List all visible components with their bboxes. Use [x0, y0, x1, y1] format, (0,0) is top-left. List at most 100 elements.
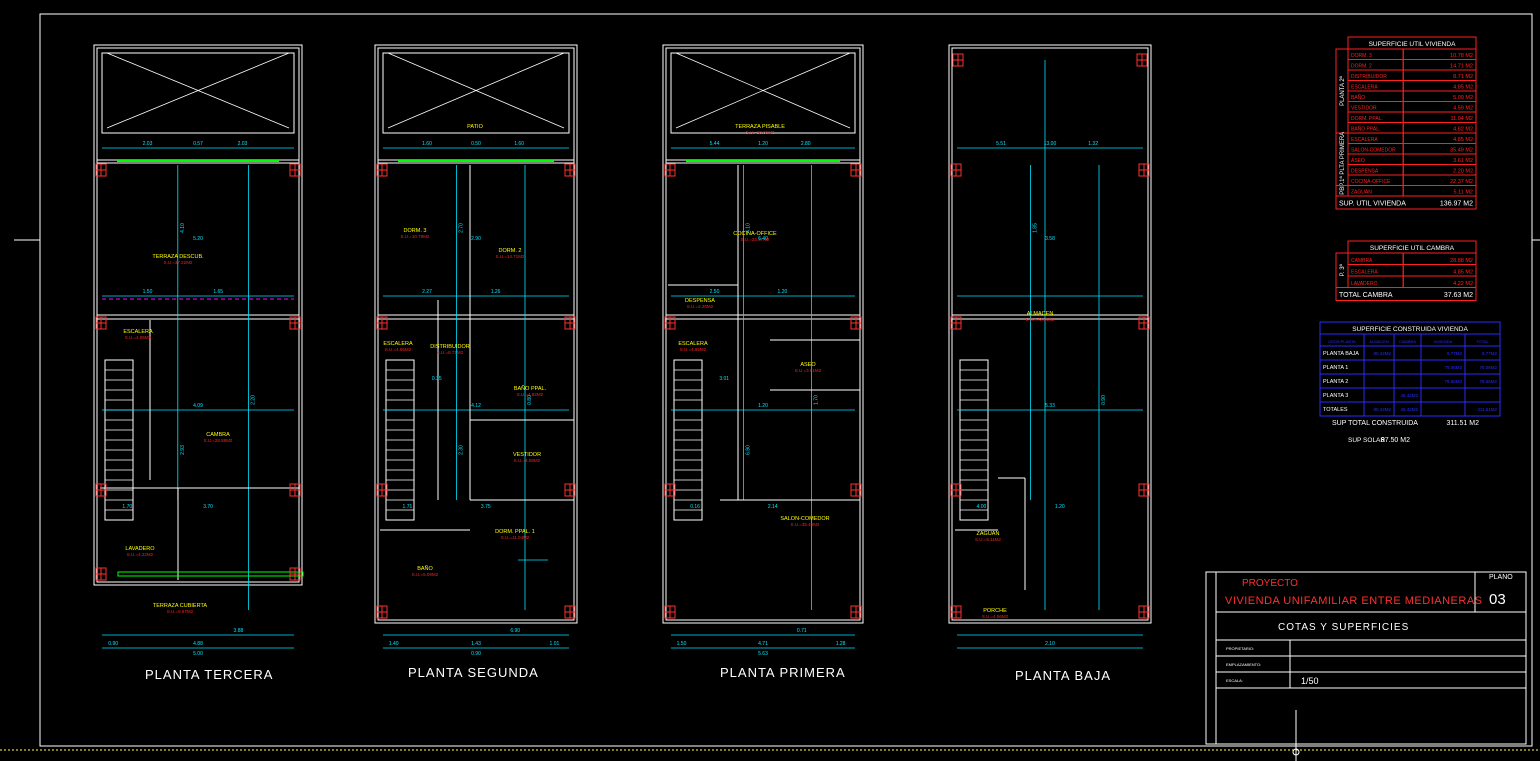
dim-label-7: 1.71 — [403, 504, 413, 510]
util-vivienda-row-name-0-5: VESTIDOR — [1351, 106, 1377, 112]
dim-label-13: 1.20 — [778, 289, 788, 295]
dim-label-3: 6.40 — [758, 236, 768, 242]
patio-outline — [670, 52, 856, 134]
construida-cell-0-4: 8.77M2 — [1482, 351, 1498, 356]
construida-header-0: USOS/PLANTA — [1328, 339, 1356, 344]
room-area-1-4: S.U.=8.71M2 — [437, 350, 464, 355]
room-area-2-2: S.U.=2.20M2 — [687, 304, 714, 309]
sheet-frame — [39, 13, 1533, 747]
construida-cell — [1464, 401, 1501, 417]
util-vivienda-row-value-0-4: 5.09 M2 — [1453, 95, 1473, 101]
plan-title-planta-baja: PLANTA BAJA — [1015, 668, 1112, 683]
room-name-0-2: CAMBRA — [206, 432, 230, 438]
construida-header-4: TOTAL — [1476, 339, 1489, 344]
dim-label-8: 1.70 — [814, 395, 820, 405]
plan-title-planta-segunda: PLANTA SEGUNDA — [408, 665, 539, 680]
room-area-1-1: S.U.=10.78M2 — [401, 234, 430, 239]
util-cambra-total-label: TOTAL CAMBRA — [1339, 292, 1393, 299]
room-name-1-2: DORM. 2 — [499, 248, 522, 254]
room-name-1-4: DISTRIBUIDOR — [430, 344, 469, 350]
outer-wall — [374, 44, 578, 624]
bottom-center-circle — [1292, 748, 1300, 756]
dim-label-6: 3.70 — [203, 504, 213, 510]
dim-label-3: 5.20 — [193, 236, 203, 242]
util-vivienda-total-cell — [1335, 195, 1477, 210]
construida-cell-4-4: 311.51M2 — [1477, 407, 1497, 412]
room-area-0-3: S.U.=4.22M2 — [127, 552, 154, 557]
dim-label-0: 5.44 — [710, 141, 720, 147]
room-area-1-8: S.U.=5.09M2 — [412, 572, 439, 577]
util-vivienda-group-label-1: P.1ª PLTA PRIMERA — [1339, 132, 1346, 187]
dim-label-6: 2.14 — [768, 504, 778, 510]
construida-header-1: ALMACEN — [1369, 339, 1388, 344]
patio-outline — [382, 52, 570, 134]
dim-label-15: 6.90 — [510, 628, 520, 634]
room-name-1-8: BAÑO — [417, 565, 433, 572]
dim-label-2: 1.32 — [1088, 141, 1098, 147]
room-name-1-6: VESTIDOR — [513, 452, 541, 458]
dim-label-0: 1.60 — [422, 141, 432, 147]
construida-cell-2-0: PLANTA 2 — [1323, 379, 1348, 385]
util-vivienda-row-name-0-4: BAÑO — [1351, 94, 1365, 101]
title-block-frame — [1205, 571, 1527, 745]
room-name-2-4: ASEO — [800, 362, 816, 368]
util-vivienda-row-value-1-4: 22.37 M2 — [1450, 179, 1473, 185]
util-cambra-row-value-0-1: 4.85 M2 — [1453, 270, 1473, 276]
util-vivienda-row-name-0-1: DORM. 2 — [1351, 64, 1372, 70]
dim-label-0: 2.03 — [143, 141, 153, 147]
util-cambra-title: SUPERFICIE UTIL CAMBRA — [1370, 245, 1455, 252]
patio-outline — [101, 52, 295, 134]
room-name-0-1: ESCALERA — [123, 329, 153, 335]
dim-label-11: 1.40 — [389, 641, 399, 647]
dim-label-13: 1.65 — [213, 289, 223, 295]
util-cambra-row-name-0-2: LAVADERO — [1351, 281, 1378, 287]
util-vivienda-row-value-2-0: 5.11 M2 — [1454, 190, 1473, 196]
dim-label-10: 0.90 — [471, 651, 481, 657]
dim-label-12: 2.27 — [422, 289, 432, 295]
dim-label-1: 0.57 — [193, 141, 203, 147]
room-name-0-0: TERRAZA DESCUB. — [152, 254, 204, 260]
util-vivienda-row-value-1-1: 35.49 M2 — [1450, 148, 1473, 154]
window-green — [117, 571, 304, 577]
room-area-0-0: S.U.=37.22M2 — [164, 260, 193, 265]
construida-cell-0-0: PLANTA BAJA — [1323, 351, 1359, 357]
room-name-1-7: DORM. PPAL. 1 — [495, 529, 535, 535]
util-vivienda-group-label-0: PLANTA 2ª — [1339, 75, 1346, 106]
dim-label-5: 4.09 — [193, 403, 203, 409]
room-name-3-1: ZAGUAN — [977, 531, 1000, 537]
room-area-2-4: S.U.=3.61M2 — [795, 368, 822, 373]
dim-label-5: 1.20 — [758, 403, 768, 409]
room-name-0-3: LAVADERO — [125, 546, 155, 552]
dim-label-5: 5.33 — [1045, 403, 1055, 409]
patio-diagonal-b — [675, 52, 851, 129]
util-vivienda-row-value-0-3: 4.85 M2 — [1453, 85, 1473, 91]
room-name-1-0: PATIO — [467, 124, 483, 130]
dim-label-9: 2.10 — [1045, 641, 1055, 647]
construida-cell-4-2: 46.42M2 — [1400, 407, 1418, 412]
escala-label: ESCALA: — [1226, 678, 1243, 683]
dim-label-2: 1.60 — [514, 141, 524, 147]
dim-label-16: 1.28 — [836, 641, 846, 647]
util-vivienda-row-value-1-3: 2.20 M2 — [1453, 169, 1473, 175]
dim-label-9: 4.88 — [193, 641, 203, 647]
inner-wall — [951, 47, 1149, 621]
util-vivienda-group-label-2: PB — [1340, 187, 1346, 195]
room-area-2-1: S.U.=22.37M2 — [741, 237, 770, 242]
construida-cell-1-4: 79.06M2 — [1479, 365, 1497, 370]
inner-wall — [377, 47, 575, 621]
dim-label-6: 1.20 — [1055, 504, 1065, 510]
dim-label-15: 3.88 — [234, 628, 244, 634]
util-vivienda-row-name-0-6: DORM. PPAL. — [1351, 116, 1383, 122]
patio-diagonal-b — [387, 52, 565, 129]
util-vivienda-total-label: SUP. UTIL VIVIENDA — [1339, 201, 1406, 208]
dim-label-12: 2.50 — [710, 289, 720, 295]
plano-label: PLANO — [1489, 574, 1513, 581]
util-vivienda-row-value-0-5: 4.59 M2 — [1453, 106, 1473, 112]
dim-label-11: 1.50 — [677, 641, 687, 647]
dim-label-7: 0.16 — [690, 504, 700, 510]
dim-label-11: 0.90 — [108, 641, 118, 647]
room-area-0-2: S.U.=28.88M2 — [204, 438, 233, 443]
